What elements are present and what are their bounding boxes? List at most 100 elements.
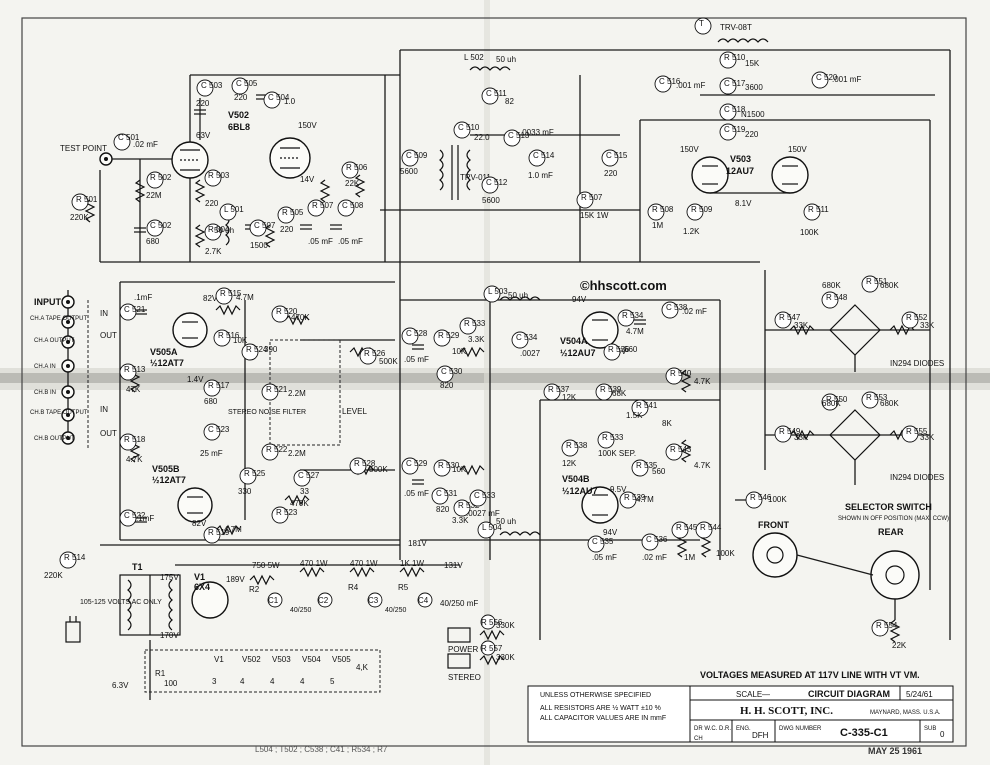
selector-switch-label: SELECTOR SWITCH xyxy=(845,502,932,512)
line-voltage-label: 105-125 VOLTS AC ONLY xyxy=(80,599,162,606)
c523-val: 25 mF xyxy=(200,449,223,458)
r549-val: 33K xyxy=(794,433,809,442)
r545-val: 1M xyxy=(684,553,695,562)
voltage-150a: 150V xyxy=(298,121,317,130)
c505-ref: C 505 xyxy=(236,79,258,88)
r5-val: 1K 1W xyxy=(400,559,424,568)
v502-ref: V502 xyxy=(228,110,249,120)
c529-ref: C 529 xyxy=(406,459,428,468)
r508-val: 1M xyxy=(652,221,663,230)
tube-v504b: V504B ½12AU7 94V 9.5V xyxy=(562,474,627,537)
heater-v503: V503 xyxy=(272,655,291,664)
selector-note: SHOWN IN OFF POSITION (MAX. CCW) xyxy=(838,516,949,522)
c515-ref: C 515 xyxy=(606,151,628,160)
v1-type: 6X4 xyxy=(194,582,210,592)
tb-dwg-number: C-335-C1 xyxy=(840,727,888,739)
tube-v505b: V505B ½12AT7 82V xyxy=(152,464,213,528)
r547-ref: R 547 xyxy=(779,313,801,322)
c4-ref: C4 xyxy=(418,596,429,605)
r1-val: 100 xyxy=(164,679,178,688)
input-label: INPUT xyxy=(34,297,62,307)
r502-val: 22M xyxy=(146,191,162,200)
r507-ref: R 507 xyxy=(312,201,334,210)
c530-ref: C 530 xyxy=(441,367,463,376)
out-label-2: OUT xyxy=(100,429,117,438)
heater-pin-2: 4 xyxy=(240,677,245,686)
out-label-1: OUT xyxy=(100,331,117,340)
r3-val: 470 1W xyxy=(300,559,328,568)
date-stamp: MAY 25 1961 xyxy=(868,746,922,756)
heater-pin-1: 3 xyxy=(212,677,217,686)
r549-ref: R 549 xyxy=(779,427,801,436)
c501-val: .02 mF xyxy=(133,140,158,149)
tube-v505a: V505A ½12AT7 82V 1.4V xyxy=(150,294,218,384)
c520-val: .001 mF xyxy=(832,75,861,84)
r511-val: 100K xyxy=(800,228,819,237)
voltages-note: VOLTAGES MEASURED AT 117V LINE WITH VT V… xyxy=(700,670,920,680)
stereo-lamp-label: STEREO xyxy=(448,673,481,682)
v505b-ref: V505B xyxy=(152,464,180,474)
r536-ref: R 536 xyxy=(608,345,630,354)
mid-left-rails xyxy=(119,281,400,541)
r522-ref: R 522 xyxy=(266,445,288,454)
r547-val: 33K xyxy=(794,321,809,330)
c534-val: .0027 xyxy=(520,349,541,358)
r508-ref: R 508 xyxy=(652,205,674,214)
c503-val: 220 xyxy=(196,99,210,108)
r543-ref: R 543 xyxy=(670,445,692,454)
r501-val: 220K xyxy=(70,213,89,222)
r544-ref: R 544 xyxy=(700,523,722,532)
voltage-95b: 9.5V xyxy=(610,485,627,494)
voltage-150b: 150V xyxy=(680,145,699,154)
r507b-val: 15K 1W xyxy=(580,211,609,220)
tb-notes-heading: UNLESS OTHERWISE SPECIFIED xyxy=(540,692,651,699)
t1-label: T1 xyxy=(132,562,143,572)
io-jacks: INPUT CH.A TAPE OUTPUT CH.A OUTPUT CH.A … xyxy=(30,290,117,450)
v503-ref: V503 xyxy=(730,154,751,164)
r506-ref: R 506 xyxy=(346,163,368,172)
tb-date: 5/24/61 xyxy=(906,690,933,699)
c2-val: 40/250 xyxy=(290,607,312,614)
v505a-type: ½12AT7 xyxy=(150,358,184,368)
c535-val: .05 mF xyxy=(592,553,617,562)
r537-ref: R 537 xyxy=(548,385,570,394)
r510-val: 15K xyxy=(745,59,760,68)
r517-val: 680 xyxy=(204,397,218,406)
c522-val: .1mF xyxy=(136,514,154,523)
r526-ref: R 526 xyxy=(364,349,386,358)
voltage-14: 14V xyxy=(300,175,315,184)
c502-val: 680 xyxy=(146,237,160,246)
r554-ref: R 554 xyxy=(876,621,898,630)
c528-ref: C 528 xyxy=(406,329,428,338)
c521-ref: C 521 xyxy=(124,305,146,314)
r519-ref: R 519 xyxy=(208,528,230,537)
r544-val: 100K xyxy=(716,549,735,558)
r533-val: 3.3K xyxy=(468,335,485,344)
r2-val: 750 5W xyxy=(252,561,280,570)
tb-ch-label: CH xyxy=(694,736,703,742)
r506-val: 22K xyxy=(345,179,360,188)
v504a-ref: V504A xyxy=(560,336,588,346)
r516-ref: R 516 xyxy=(218,331,240,340)
heater-pin-4: 4 xyxy=(300,677,305,686)
r509-val: 1.2K xyxy=(683,227,700,236)
r511-ref: R 511 xyxy=(808,205,829,214)
r533b-val: 100K SEP. xyxy=(598,449,636,458)
r546-val: 100K xyxy=(768,495,787,504)
c521-val: .1mF xyxy=(134,293,152,302)
r520-val: 470K xyxy=(291,313,310,322)
title-block: UNLESS OTHERWISE SPECIFIED ALL RESISTORS… xyxy=(527,685,954,743)
r540-val: 4.7K xyxy=(694,377,711,386)
r515-val: 4.7M xyxy=(236,293,254,302)
tb-dr-label: DR W.C. D.R. xyxy=(694,726,731,732)
r550-val: 680K xyxy=(822,399,841,408)
r505-val: 220 xyxy=(280,225,294,234)
l501-ref: L 501 xyxy=(224,205,244,214)
tube-v503: V503 12AU7 150V 150V 8.1V xyxy=(680,145,809,208)
r4-val: 470 1W xyxy=(350,559,378,568)
c3-ref: C3 xyxy=(368,596,379,605)
r521-ref: R 521 xyxy=(266,385,288,394)
c515-val: 220 xyxy=(604,169,618,178)
r521-val: 2.2M xyxy=(288,389,306,398)
